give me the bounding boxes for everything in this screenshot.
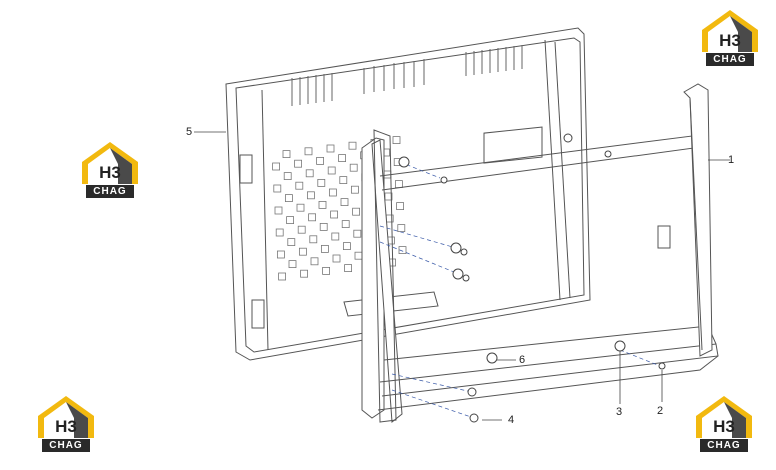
logo-brand: CHAG [700,439,748,452]
house-icon [696,396,752,438]
logo-brand: CHAG [86,185,134,198]
logo-mark: H3 [99,163,121,182]
callout-5: 5 [186,126,193,138]
fasteners [398,133,666,423]
leader-lines [194,131,730,421]
callout-3: 3 [616,406,623,418]
vent-grille [272,136,407,281]
rear-panel-part-5 [225,27,591,361]
mounting-frame-part-1 [361,83,719,423]
callout-2: 2 [657,405,664,417]
logo-brand: CHAG [42,439,90,452]
logo-mark: H3 [713,417,735,436]
logo-mark: H3 [719,31,741,50]
callout-1: 1 [728,154,735,166]
house-icon [702,10,758,52]
house-icon [82,142,138,184]
callout-6: 6 [519,354,526,366]
logo-brand: CHAG [706,53,754,66]
logo-mark: H3 [55,417,77,436]
callout-4: 4 [508,414,515,426]
house-icon [38,396,94,438]
